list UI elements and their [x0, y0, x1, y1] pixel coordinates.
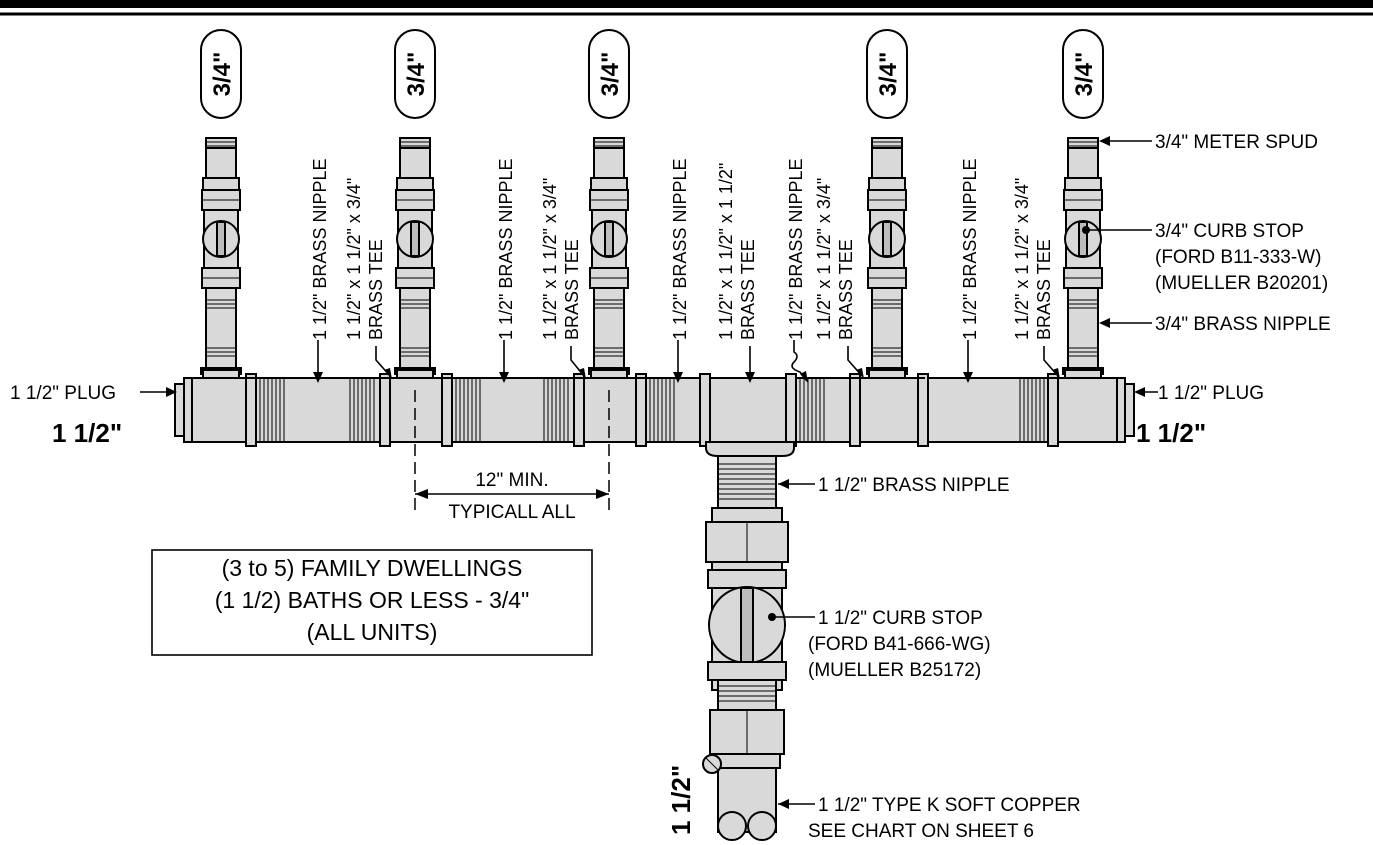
- label-tee-2: 1 1/2" x 1 1/2" x 3/4" BRASS TEE: [540, 178, 586, 379]
- label-tee-1: 1 1/2" x 1 1/2" x 3/4" BRASS TEE: [344, 178, 392, 379]
- riser-2: [376, 137, 454, 379]
- svg-text:SEE CHART ON SHEET 6: SEE CHART ON SHEET 6: [808, 821, 1034, 842]
- svg-text:1 1/2" PLUG: 1 1/2" PLUG: [1158, 383, 1264, 404]
- riser-size-pill-1: 3/4": [200, 29, 242, 119]
- svg-text:1 1/2" x 1 1/2" x 3/4": 1 1/2" x 1 1/2" x 3/4": [344, 178, 364, 340]
- riser-size-pill-5: 3/4": [1062, 29, 1104, 119]
- callout-plug-left: 1 1/2" PLUG: [10, 383, 177, 404]
- svg-text:1 1/2" x 1 1/2" x 1 1/2": 1 1/2" x 1 1/2" x 1 1/2": [716, 163, 736, 340]
- riser-5: [1044, 137, 1122, 379]
- svg-text:3/4": 3/4": [875, 52, 902, 97]
- svg-text:1 1/2" x 1 1/2" x 3/4": 1 1/2" x 1 1/2" x 3/4": [1012, 178, 1032, 340]
- note-box: (3 to 5) FAMILY DWELLINGS (1 1/2) BATHS …: [151, 549, 593, 656]
- svg-text:1 1/2" BRASS NIPPLE: 1 1/2" BRASS NIPPLE: [496, 159, 516, 340]
- svg-text:1 1/2" PLUG: 1 1/2" PLUG: [10, 383, 116, 404]
- svg-text:BRASS TEE: BRASS TEE: [366, 239, 386, 340]
- svg-text:1 1/2" x 1 1/2" x 3/4": 1 1/2" x 1 1/2" x 3/4": [540, 178, 560, 340]
- callout-curb-stop-large: 1 1/2" CURB STOP (FORD B41-666-WG) (MUEL…: [768, 608, 991, 681]
- callout-riser-nipple: 3/4" BRASS NIPPLE: [1099, 314, 1331, 335]
- header-pipe: [174, 373, 1135, 447]
- svg-text:3/4" BRASS NIPPLE: 3/4" BRASS NIPPLE: [1155, 314, 1331, 335]
- label-brass-nipple-4: 1 1/2" BRASS NIPPLE: [786, 159, 808, 383]
- svg-text:12" MIN.: 12" MIN.: [475, 470, 548, 491]
- svg-text:TYPICALL ALL: TYPICALL ALL: [448, 502, 575, 523]
- riser-size-pill-3: 3/4": [588, 29, 630, 119]
- svg-text:1 1/2" BRASS NIPPLE: 1 1/2" BRASS NIPPLE: [670, 159, 690, 340]
- svg-text:BRASS TEE: BRASS TEE: [562, 239, 582, 340]
- label-brass-nipple-1: 1 1/2" BRASS NIPPLE: [310, 159, 330, 383]
- riser-3: [570, 137, 648, 379]
- svg-text:(ALL UNITS): (ALL UNITS): [307, 619, 438, 645]
- svg-text:BRASS TEE: BRASS TEE: [836, 239, 856, 340]
- callout-copper: 1 1/2" TYPE K SOFT COPPER SEE CHART ON S…: [778, 795, 1081, 842]
- svg-text:1 1/2" BRASS NIPPLE: 1 1/2" BRASS NIPPLE: [786, 159, 806, 340]
- riser-4: [848, 137, 926, 379]
- sheet-top-border: [0, 0, 1373, 8]
- label-tee-3: 1 1/2" x 1 1/2" x 3/4" BRASS TEE: [814, 178, 864, 379]
- svg-text:1 1/2" BRASS NIPPLE: 1 1/2" BRASS NIPPLE: [818, 475, 1010, 496]
- service-branch: [702, 441, 795, 841]
- svg-text:1 1/2" CURB STOP: 1 1/2" CURB STOP: [818, 608, 983, 629]
- dimension-12-min: 12" MIN. TYPICALL ALL: [414, 390, 610, 523]
- svg-text:(MUELLER B25172): (MUELLER B25172): [808, 660, 981, 681]
- svg-text:3/4" METER SPUD: 3/4" METER SPUD: [1155, 132, 1318, 153]
- label-brass-nipple-2: 1 1/2" BRASS NIPPLE: [496, 159, 516, 383]
- callout-plug-right: 1 1/2" PLUG: [1134, 383, 1264, 404]
- svg-text:3/4" CURB STOP: 3/4" CURB STOP: [1155, 221, 1304, 242]
- label-brass-nipple-5: 1 1/2" BRASS NIPPLE: [960, 159, 980, 383]
- label-tee-4: 1 1/2" x 1 1/2" x 3/4" BRASS TEE: [1012, 178, 1060, 379]
- svg-text:(MUELLER B20201): (MUELLER B20201): [1155, 273, 1328, 294]
- riser-size-pill-4: 3/4": [866, 29, 908, 119]
- main-size-right: 1 1/2": [1136, 418, 1206, 448]
- svg-text:(3 to 5) FAMILY DWELLINGS: (3 to 5) FAMILY DWELLINGS: [222, 555, 523, 581]
- callout-meter-spud: 3/4" METER SPUD: [1099, 132, 1318, 153]
- label-center-tee: 1 1/2" x 1 1/2" x 1 1/2" BRASS TEE: [716, 163, 758, 383]
- riser-1: [182, 137, 260, 379]
- callout-curb-stop-small: 3/4" CURB STOP (FORD B11-333-W) (MUELLER…: [1082, 221, 1328, 294]
- svg-text:1 1/2" BRASS NIPPLE: 1 1/2" BRASS NIPPLE: [960, 159, 980, 340]
- svg-text:3/4": 3/4": [1071, 52, 1098, 97]
- svg-text:(1 1/2) BATHS OR LESS - 3/4": (1 1/2) BATHS OR LESS - 3/4": [215, 587, 530, 613]
- svg-text:3/4": 3/4": [597, 52, 624, 97]
- svg-text:(FORD B41-666-WG): (FORD B41-666-WG): [808, 634, 991, 655]
- svg-text:3/4": 3/4": [403, 52, 430, 97]
- svg-text:1 1/2" TYPE K SOFT COPPER: 1 1/2" TYPE K SOFT COPPER: [818, 795, 1081, 816]
- svg-text:BRASS TEE: BRASS TEE: [1034, 239, 1054, 340]
- svg-text:1 1/2" x 1 1/2" x 3/4": 1 1/2" x 1 1/2" x 3/4": [814, 178, 834, 340]
- label-brass-nipple-3: 1 1/2" BRASS NIPPLE: [670, 159, 690, 383]
- riser-size-pill-2: 3/4": [394, 29, 436, 119]
- service-size: 1 1/2": [666, 765, 696, 835]
- svg-text:3/4": 3/4": [209, 52, 236, 97]
- svg-text:1 1/2" BRASS NIPPLE: 1 1/2" BRASS NIPPLE: [310, 159, 330, 340]
- main-size-left: 1 1/2": [52, 418, 122, 448]
- svg-text:BRASS TEE: BRASS TEE: [738, 239, 758, 340]
- svg-text:(FORD B11-333-W): (FORD B11-333-W): [1155, 247, 1321, 268]
- callout-service-nipple: 1 1/2" BRASS NIPPLE: [778, 475, 1010, 496]
